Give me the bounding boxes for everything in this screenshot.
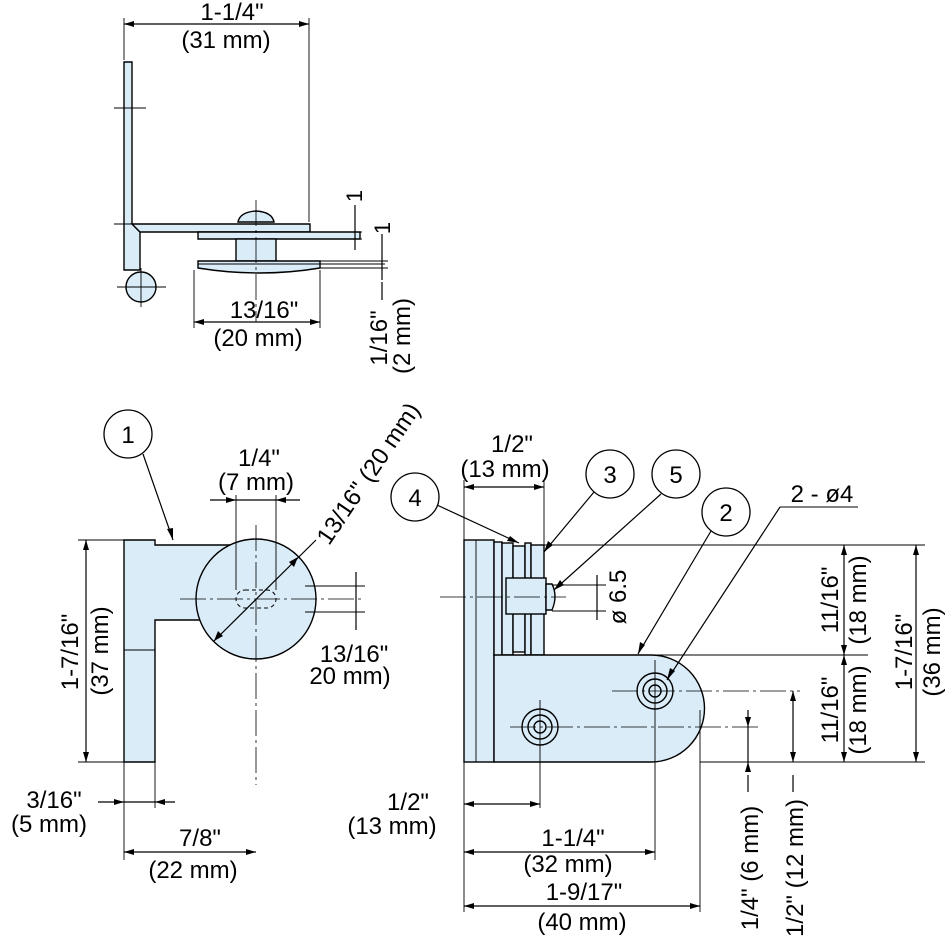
washer-mm: (20 mm): [213, 325, 302, 352]
callout-3-circle: [585, 449, 635, 499]
washer-in: 13/16": [230, 297, 299, 324]
upper-in: 11/16": [817, 567, 844, 634]
lower-in: 11/16": [817, 677, 844, 744]
holes-label: 2 - ø4: [791, 481, 854, 508]
upper-mm: (18 mm): [845, 555, 872, 644]
total-h-in: 1-7/16": [891, 614, 918, 691]
depth-in: 7/8": [179, 825, 221, 852]
top-in: 1/2": [491, 431, 533, 458]
callout-2-circle: [701, 487, 751, 537]
callout-2: 2: [719, 500, 732, 527]
right-view-plate: [463, 539, 495, 763]
width-mm: (31 mm): [181, 27, 270, 54]
gap-lower: 1: [370, 222, 395, 234]
plate-in: 3/16": [26, 787, 81, 814]
total-h-mm: (36 mm): [919, 607, 946, 696]
top-view: 1-1/4" (31 mm) 1 1 13/16" (20 mm) 1/16" …: [114, 0, 416, 374]
left-washer-in: 13/16": [320, 641, 389, 668]
total-w-mm: (40 mm): [537, 909, 626, 936]
hole1-in: 1/2": [387, 789, 429, 816]
hole2-in: 1-1/4": [541, 825, 604, 852]
top-mm: (13 mm): [460, 456, 549, 483]
depth-mm: (22 mm): [148, 857, 237, 884]
top-view-arm: [130, 223, 311, 233]
callout-1-circle: [103, 409, 153, 459]
callout-4: 4: [408, 485, 421, 512]
top-view-plate: [123, 61, 141, 271]
screw-5: [545, 583, 556, 611]
gap-upper: 1: [342, 190, 367, 202]
right-view: 4 3 5 2 2 - ø4 1/2" (13 mm) ø 6.5: [347, 431, 946, 937]
hole1-mm: (13 mm): [347, 813, 436, 840]
slot-mm: (7 mm): [218, 469, 294, 496]
thick-mm: (2 mm): [389, 298, 416, 374]
left-washer-mm: 20 mm): [309, 663, 390, 690]
total-w-in: 1-9/17": [546, 879, 623, 906]
dia-label: ø 6.5: [605, 570, 632, 625]
left-height-in: 1-7/16": [57, 614, 84, 691]
slot-in: 1/4": [238, 445, 280, 472]
hole2-mm: (32 mm): [523, 851, 612, 878]
lower-disc: [197, 260, 321, 274]
width-in: 1-1/4": [200, 0, 263, 26]
upper-washer: [197, 231, 361, 240]
left-height-mm: (37 mm): [87, 606, 114, 695]
callout-5: 5: [669, 462, 682, 489]
plate-mm: (5 mm): [11, 811, 87, 838]
v1-label: 1/4" (6 mm): [737, 806, 764, 931]
callout-4-circle: [390, 472, 440, 522]
left-view: 1 1/4" (7 mm) 13/16" (20 mm) 13/16" 20 m…: [11, 398, 426, 884]
callout-1: 1: [121, 422, 134, 449]
thick-in: 1/16": [366, 310, 393, 365]
callout-3: 3: [603, 462, 616, 489]
lower-mm: (18 mm): [845, 665, 872, 754]
callout-5-circle: [651, 449, 701, 499]
right-screw: [505, 577, 547, 615]
v2-label: 1/2" (12 mm): [782, 799, 809, 937]
